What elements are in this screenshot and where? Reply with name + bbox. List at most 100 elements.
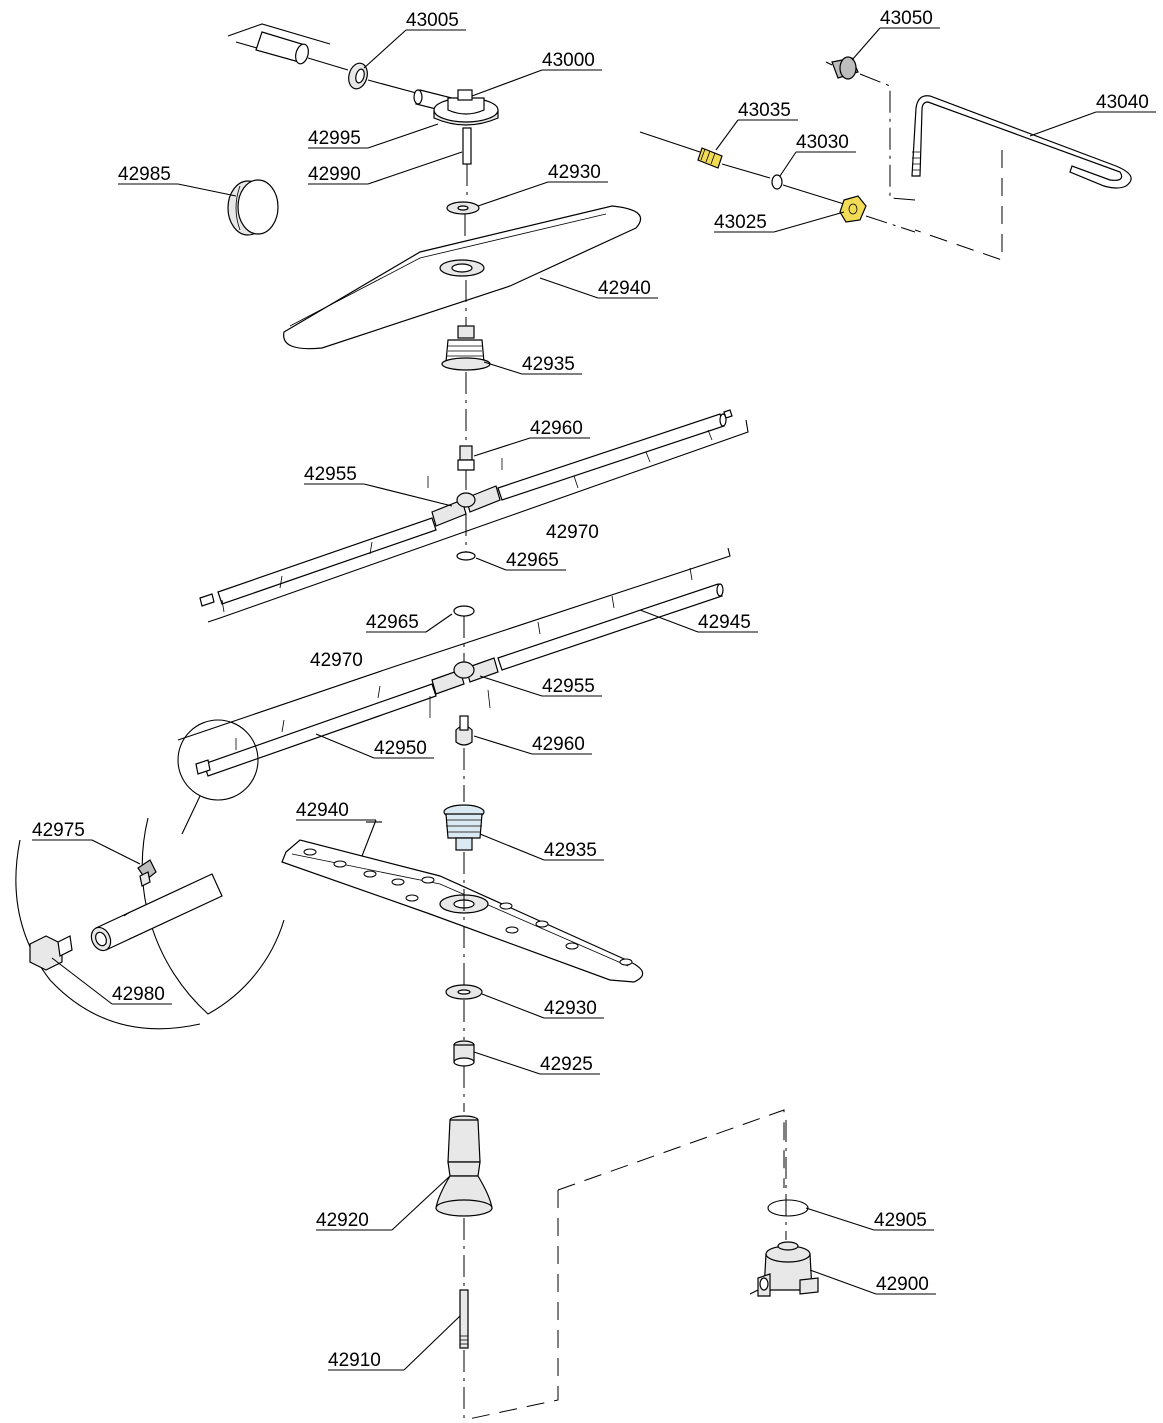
tube-43040-part [911, 95, 1132, 189]
label-42990: 42990 [308, 151, 463, 185]
svg-text:42940: 42940 [296, 800, 349, 821]
plug-42980-part [29, 935, 73, 971]
nozzle-42975-part [137, 859, 157, 887]
connector-43000-part [413, 89, 499, 126]
hub-42960-lower-part [455, 715, 473, 746]
spray-tube-42945-lower-part [195, 583, 724, 777]
label-42970-top: 42970 [546, 522, 599, 543]
label-42980: 42980 [51, 957, 172, 1005]
pin-42910-part [459, 1289, 469, 1349]
pin-42990-part [462, 127, 472, 165]
nozzle-42935-lower-part [443, 804, 485, 851]
svg-text:42930: 42930 [544, 998, 597, 1019]
label-42960-top: 42960 [473, 418, 590, 457]
pipe-break-line [227, 23, 331, 45]
svg-text:42990: 42990 [308, 164, 361, 185]
nozzle-ticks-lower [235, 567, 693, 750]
svg-text:43050: 43050 [880, 8, 933, 29]
upper-frame-line [207, 419, 749, 623]
label-42970-lower: 42970 [310, 650, 363, 671]
label-42905: 42905 [805, 1207, 934, 1231]
svg-text:42905: 42905 [874, 1210, 927, 1231]
label-42955-lower: 42955 [479, 675, 602, 697]
spray-arm-42940-upper-part [283, 205, 642, 350]
label-42945: 42945 [639, 609, 758, 633]
label-43035: 43035 [715, 100, 798, 151]
support-42920-part [435, 1115, 493, 1217]
detail-callout-circle [177, 719, 259, 801]
gasket-43005-part [348, 62, 368, 90]
cap-42985-part [227, 179, 279, 236]
svg-text:43025: 43025 [714, 212, 767, 233]
spray-arm-42940-lower-part [281, 839, 644, 983]
nut-43025-part [839, 195, 867, 223]
tube-detail-part [90, 873, 223, 952]
svg-text:42950: 42950 [374, 738, 427, 759]
label-43000: 43000 [471, 50, 602, 97]
label-42940-top: 42940 [539, 277, 658, 299]
label-42985: 42985 [118, 164, 237, 197]
nozzle-ticks-upper [221, 429, 713, 613]
label-43030: 43030 [779, 132, 856, 177]
spray-tube-42970-upper-part [199, 409, 733, 607]
svg-text:42920: 42920 [316, 1210, 369, 1231]
svg-text:43005: 43005 [406, 10, 459, 31]
svg-text:42960: 42960 [532, 734, 585, 755]
disc-42965-upper-part [456, 551, 476, 561]
label-42930-lower: 42930 [481, 993, 604, 1019]
label-42930-top: 42930 [477, 162, 608, 207]
label-42900: 42900 [809, 1269, 936, 1295]
label-42920: 42920 [316, 1175, 451, 1231]
svg-text:42985: 42985 [118, 164, 171, 185]
svg-text:42970: 42970 [546, 522, 599, 543]
nut-43050-part [831, 56, 859, 80]
nozzle-42935-top-part [441, 325, 491, 371]
svg-text:42970: 42970 [310, 650, 363, 671]
svg-text:43040: 43040 [1096, 92, 1149, 113]
label-42935-top: 42935 [483, 354, 582, 375]
svg-text:42955: 42955 [542, 676, 595, 697]
svg-text:42960: 42960 [530, 418, 583, 439]
svg-text:42925: 42925 [540, 1054, 593, 1075]
svg-text:42940: 42940 [598, 278, 651, 299]
bushing-42925-part [453, 1040, 475, 1067]
valve-42900-part [757, 1241, 819, 1297]
lower-frame-line [177, 547, 731, 741]
label-43005: 43005 [363, 10, 466, 69]
svg-text:42975: 42975 [32, 820, 85, 841]
svg-text:42955: 42955 [304, 464, 357, 485]
o-ring-42905-part [767, 1199, 809, 1217]
svg-text:43000: 43000 [542, 50, 595, 71]
label-42925: 42925 [473, 1051, 600, 1075]
label-42975: 42975 [32, 820, 141, 865]
svg-text:43030: 43030 [796, 132, 849, 153]
label-42940-lower: 42940 [296, 800, 377, 857]
disc-42965-lower-part [453, 605, 475, 617]
svg-text:42935: 42935 [544, 840, 597, 861]
label-42950: 42950 [315, 733, 434, 759]
svg-text:42965: 42965 [366, 612, 419, 633]
svg-text:42935: 42935 [522, 354, 575, 375]
label-42995: 42995 [308, 123, 439, 149]
svg-text:42945: 42945 [698, 612, 751, 633]
label-42910: 42910 [328, 1315, 461, 1371]
label-42960-lower: 42960 [473, 734, 592, 755]
label-43040: 43040 [1029, 92, 1156, 137]
fitting-43035-part [697, 147, 723, 169]
label-42965-lower: 42965 [366, 612, 453, 633]
label-42955-top: 42955 [304, 464, 453, 507]
label-43050: 43050 [851, 8, 940, 61]
svg-text:42980: 42980 [112, 984, 165, 1005]
svg-text:42965: 42965 [506, 550, 559, 571]
svg-text:42910: 42910 [328, 1350, 381, 1371]
o-ring-43030-part [771, 174, 783, 190]
label-42935-lower: 42935 [479, 833, 604, 861]
svg-text:43035: 43035 [738, 100, 791, 121]
svg-text:42900: 42900 [876, 1274, 929, 1295]
sump-frame-line [557, 1109, 785, 1191]
svg-text:42995: 42995 [308, 128, 361, 149]
tube-43005-part [255, 31, 309, 65]
label-43025: 43025 [714, 211, 845, 233]
svg-text:42930: 42930 [548, 162, 601, 183]
